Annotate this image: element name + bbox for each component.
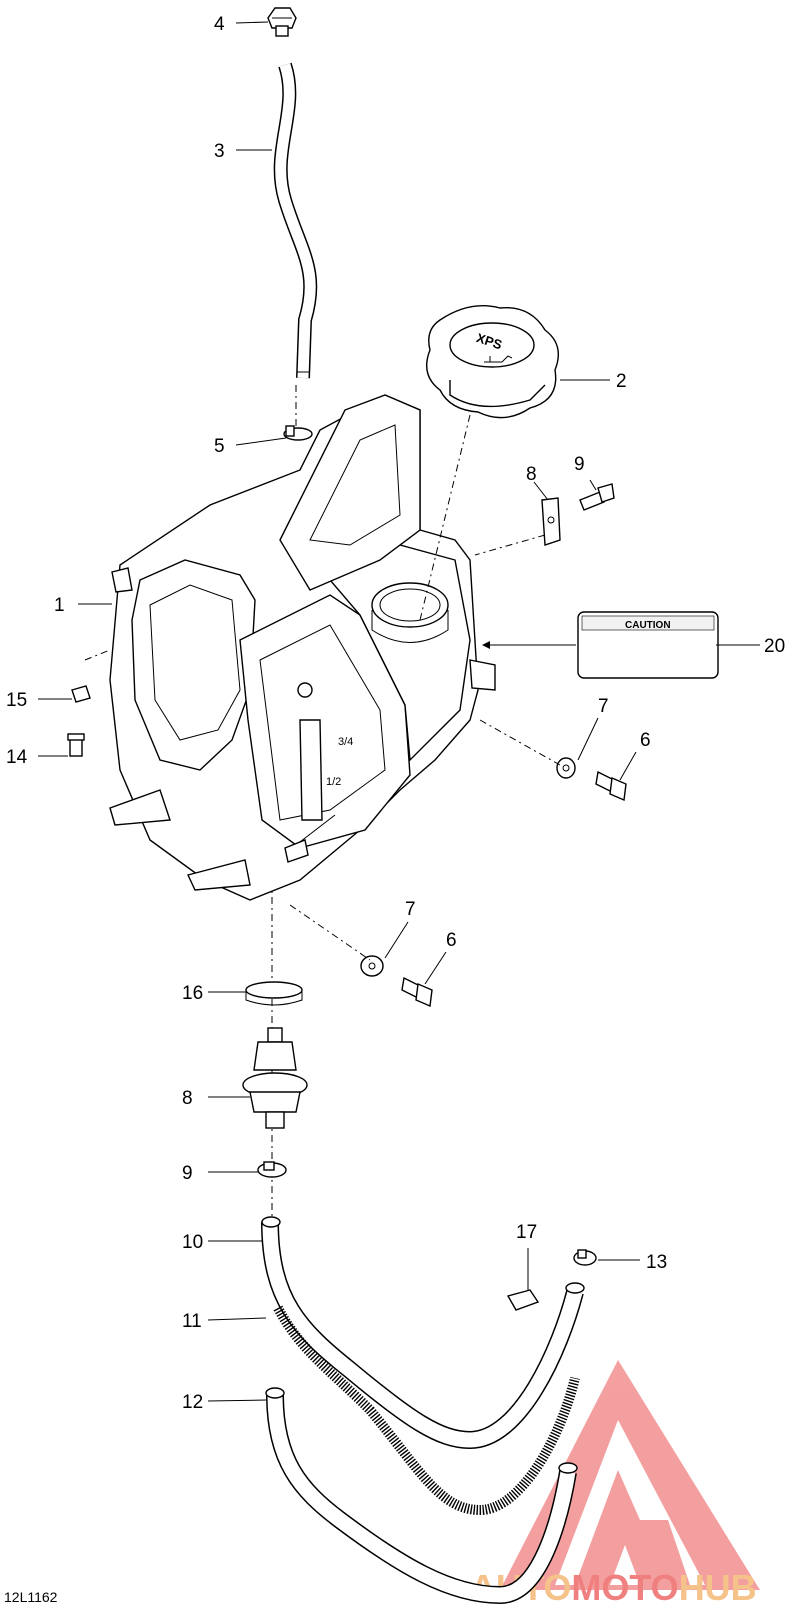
part-bracket-plate	[541, 497, 561, 546]
projection-line-upper-bolt	[479, 719, 561, 766]
projection-line-lower-bolt	[289, 904, 371, 961]
part-washer-lower	[360, 955, 384, 977]
part-screw	[579, 483, 615, 511]
part-plug	[71, 685, 91, 703]
callout-20: 20	[764, 636, 785, 657]
leader-lines	[38, 21, 760, 1402]
callout-16: 14	[6, 747, 28, 768]
drawing-reference-code: 12L1162	[4, 1589, 58, 1605]
watermark-triangle-icon	[500, 1360, 760, 1590]
part-hose-clamp-18	[245, 981, 303, 1006]
callout-6-upper: 6	[640, 730, 651, 751]
callout-5: 5	[214, 436, 225, 457]
oil-tank-body	[109, 394, 496, 901]
watermark-logo	[500, 1360, 760, 1590]
part-hose-12	[261, 1216, 585, 1450]
projection-line-bracket	[474, 534, 546, 556]
projection-line-fitting	[84, 649, 111, 661]
oil-can-icon	[484, 355, 513, 363]
callout-17: 15	[6, 690, 27, 711]
caution-arrow	[482, 641, 490, 649]
callout-9: 9	[574, 454, 585, 475]
watermark-inner-mark-icon	[575, 1470, 690, 1585]
callout-14: 12	[182, 1392, 203, 1413]
caution-label-text: CAUTION	[625, 620, 671, 631]
callout-15: 13	[646, 1252, 667, 1273]
callout-13: 11	[182, 1311, 202, 1332]
part-caution-label: CAUTION	[577, 611, 719, 679]
callout-2: 2	[616, 371, 627, 392]
part-hose-clamp-19	[506, 1289, 540, 1311]
part-level-sensor	[242, 1027, 308, 1129]
part-hose-clamp-11	[257, 1161, 287, 1178]
callout-8: 8	[526, 464, 537, 485]
volume-mark-three-quarter: 3/4	[338, 736, 353, 748]
callout-7-lower: 7	[405, 899, 416, 920]
part-washer-upper	[556, 757, 576, 779]
part-vent-cap	[267, 7, 297, 37]
watermark-text-hub: HUB	[679, 1567, 757, 1608]
callout-7-upper: 7	[598, 696, 609, 717]
callout-10: 8	[182, 1088, 193, 1109]
part-hose-14	[265, 1387, 578, 1605]
part-hose-clamp-small	[283, 425, 313, 441]
callout-11: 9	[182, 1163, 193, 1184]
callout-18: 16	[182, 983, 203, 1004]
watermark-text-moto: MOTO	[571, 1567, 678, 1608]
projection-line-cap	[419, 414, 471, 621]
part-filler-cap: XPS	[426, 305, 559, 419]
callout-1: 1	[54, 595, 65, 616]
volume-mark-half: 1/2	[326, 776, 341, 788]
part-bolt-upper	[595, 770, 627, 802]
callout-6-lower: 6	[446, 930, 457, 951]
part-hose-clamp-15	[573, 1249, 597, 1266]
callout-3: 3	[214, 141, 225, 162]
callout-12: 10	[182, 1232, 203, 1253]
part-fitting	[67, 733, 85, 757]
part-bolt-lower	[401, 976, 433, 1008]
part-vent-hose	[273, 62, 318, 379]
callout-4: 4	[214, 14, 225, 35]
callout-19: 17	[516, 1222, 537, 1243]
